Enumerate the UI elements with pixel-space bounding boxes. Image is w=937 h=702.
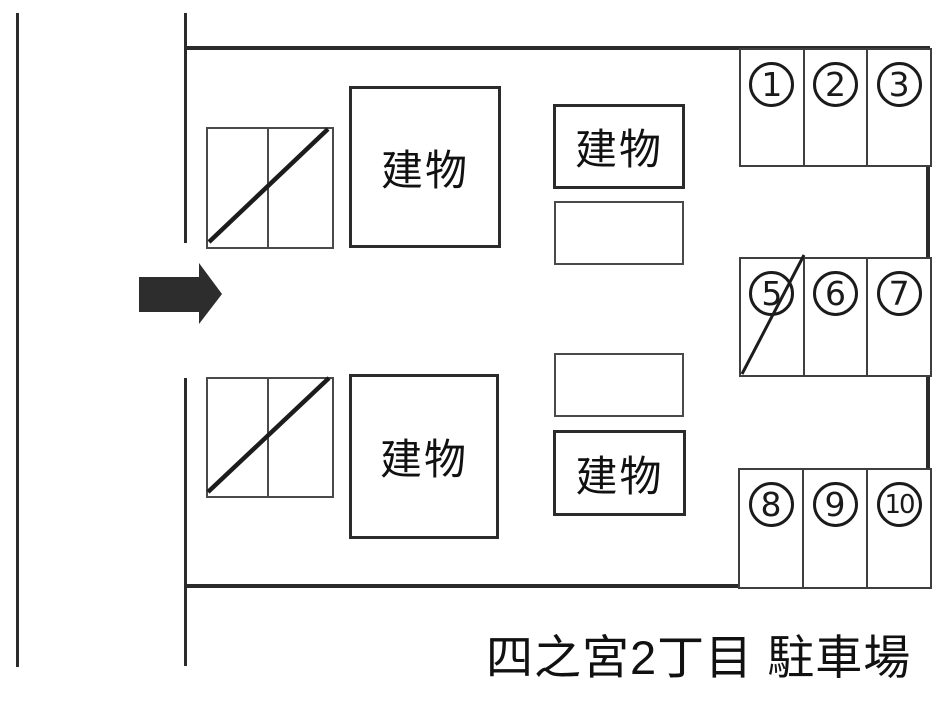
struck-double-stall-bottom (206, 377, 334, 498)
space-number-circle: 9 (812, 482, 858, 527)
building-label: 建物 (574, 126, 663, 173)
space-number-circle: 5 (749, 271, 795, 316)
parking-space-10: 10 (866, 470, 930, 587)
space-number-circle: 6 (813, 271, 858, 316)
lot-left-boundary-lower (184, 378, 187, 666)
building-bottom-left: 建物 (349, 374, 499, 539)
building-bottom-center: 建物 (553, 430, 686, 516)
page-title: 四之宮2丁目 駐車場 (486, 631, 912, 684)
building-label: 建物 (380, 146, 469, 194)
stall-divider-line (267, 129, 269, 247)
parking-space-9: 9 (802, 470, 866, 587)
parking-space-8: 8 (740, 470, 802, 587)
entrance-arrow-body (139, 277, 199, 312)
annex-box-top-center (554, 201, 684, 265)
parking-space-6: 6 (802, 259, 867, 375)
lot-bottom-boundary (185, 584, 930, 588)
parking-space-5: 5 (741, 259, 803, 375)
space-number-circle: 7 (876, 271, 922, 316)
road-line-left (16, 13, 19, 667)
space-number-circle: 1 (749, 62, 795, 107)
space-number-circle: 2 (813, 62, 858, 107)
space-number-circle: 8 (748, 482, 794, 527)
entrance-arrow-head (199, 263, 222, 324)
parking-space-3: 3 (866, 50, 930, 165)
stall-divider-line (267, 379, 269, 496)
annex-box-bottom-center (554, 353, 684, 417)
building-label: 建物 (575, 452, 664, 500)
parking-group-8-10: 8 9 10 (738, 468, 932, 589)
parking-space-2: 2 (802, 50, 867, 165)
parking-group-1-3: 1 2 3 (739, 48, 932, 167)
building-top-left: 建物 (349, 86, 501, 248)
space-number-circle: 3 (876, 62, 922, 107)
parking-space-7: 7 (866, 259, 930, 375)
parking-group-5-7: 5 6 7 (739, 257, 932, 377)
building-label: 建物 (379, 436, 468, 483)
parking-space-1: 1 (741, 50, 803, 165)
struck-double-stall-top (206, 127, 334, 249)
building-top-center: 建物 (553, 104, 685, 189)
lot-top-boundary (185, 46, 930, 50)
space-number-circle: 10 (876, 482, 922, 527)
lot-left-boundary-upper (184, 13, 187, 243)
